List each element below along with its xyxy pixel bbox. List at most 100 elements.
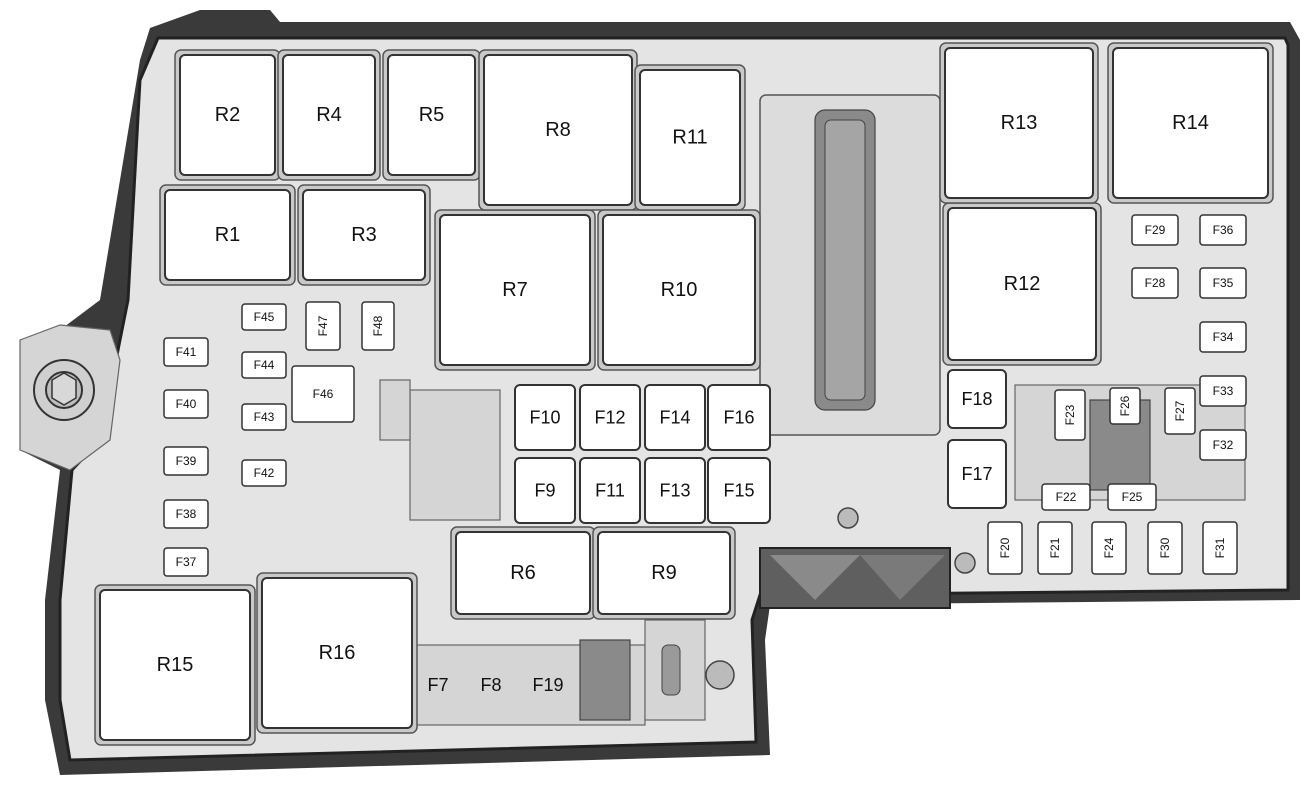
fuse-label-f14: F14 xyxy=(659,408,690,428)
relay-r10 xyxy=(602,214,756,366)
fuse-f13 xyxy=(644,457,706,524)
fuse-f40 xyxy=(163,389,209,419)
fuse-label-f46: F46 xyxy=(313,387,334,401)
relay-r3 xyxy=(302,189,426,281)
relay-label-r6: R6 xyxy=(510,562,536,584)
fuse-label-f11: F11 xyxy=(595,481,625,501)
fuse-f23 xyxy=(1054,389,1086,441)
fuse-f29 xyxy=(1131,214,1179,246)
fuse-label-f48: F48 xyxy=(371,315,385,336)
fuse-f35 xyxy=(1199,267,1247,299)
fuse-f46 xyxy=(291,365,355,423)
fuse-label-f15: F15 xyxy=(723,481,754,501)
relay-label-r16: R16 xyxy=(319,642,356,664)
relay-r4 xyxy=(282,54,376,176)
fuse-f24 xyxy=(1091,521,1127,575)
relay-label-r5: R5 xyxy=(419,104,445,126)
relay-r5 xyxy=(387,54,476,176)
fuse-f14 xyxy=(644,384,706,451)
relay-r13 xyxy=(944,47,1094,199)
fuse-label-f25: F25 xyxy=(1122,490,1143,504)
fuse-f34 xyxy=(1199,321,1247,353)
fuse-label-f23: F23 xyxy=(1063,404,1077,425)
relay-label-r3: R3 xyxy=(351,224,377,246)
fuse-label-f34: F34 xyxy=(1213,330,1234,344)
fuse-f25 xyxy=(1107,483,1157,511)
fuse-f28 xyxy=(1131,267,1179,299)
fuse-f16 xyxy=(707,384,771,451)
fuse-label-f17: F17 xyxy=(961,464,992,484)
fuse-label-f21: F21 xyxy=(1048,537,1062,558)
fuse-label-f33: F33 xyxy=(1213,384,1234,398)
fuse-f12 xyxy=(579,384,641,451)
fuse-f39 xyxy=(163,446,209,476)
fuse-label-f32: F32 xyxy=(1213,438,1234,452)
fuse-label-f10: F10 xyxy=(529,408,560,428)
relay-label-r1: R1 xyxy=(215,224,241,246)
fuse-label-f18: F18 xyxy=(961,389,992,409)
relay-label-r10: R10 xyxy=(661,279,698,301)
fuse-label-f29: F29 xyxy=(1145,223,1166,237)
relay-label-r4: R4 xyxy=(316,104,342,126)
fuse-label-f26: F26 xyxy=(1118,395,1132,416)
fuse-label-f27: F27 xyxy=(1173,400,1187,421)
relay-label-r2: R2 xyxy=(215,104,241,126)
fuse-label-f16: F16 xyxy=(723,408,754,428)
relay-r11 xyxy=(639,69,741,206)
fuse-f48 xyxy=(361,301,395,351)
relay-r12 xyxy=(947,207,1097,361)
relay-r6 xyxy=(455,531,591,615)
relay-label-r8: R8 xyxy=(545,119,571,141)
fuse-f45 xyxy=(241,303,287,331)
relay-r1 xyxy=(164,189,291,281)
fuse-label-f36: F36 xyxy=(1213,223,1234,237)
fuse-f42 xyxy=(241,459,287,487)
fuse-label-f12: F12 xyxy=(594,408,625,428)
fuse-f38 xyxy=(163,499,209,529)
fuse-label-f19: F19 xyxy=(532,675,563,695)
fuse-f47 xyxy=(305,301,341,351)
fuse-label-f45: F45 xyxy=(254,310,275,324)
fuse-label-f42: F42 xyxy=(254,466,275,480)
relay-r14 xyxy=(1112,47,1269,199)
fuse-label-f13: F13 xyxy=(659,481,690,501)
relay-r7 xyxy=(439,214,591,366)
relay-label-r14: R14 xyxy=(1172,112,1209,134)
fuse-f27 xyxy=(1164,387,1196,435)
relay-label-r9: R9 xyxy=(651,562,677,584)
fuse-f10 xyxy=(514,384,576,451)
fuse-label-f30: F30 xyxy=(1158,537,1172,558)
relay-r9 xyxy=(597,531,731,615)
fuse-label-f31: F31 xyxy=(1213,537,1227,558)
relay-r2 xyxy=(179,54,276,176)
fuse-label-f47: F47 xyxy=(316,315,330,336)
fuse-label-f20: F20 xyxy=(998,537,1012,558)
fuse-f30 xyxy=(1147,521,1183,575)
fuse-label-f7: F7 xyxy=(427,675,448,695)
relay-r16 xyxy=(261,577,413,729)
fuse-f33 xyxy=(1199,375,1247,407)
fuse-f17 xyxy=(947,439,1007,509)
fuse-label-f44: F44 xyxy=(254,358,275,372)
fuse-f36 xyxy=(1199,214,1247,246)
fuse-f31 xyxy=(1202,521,1238,575)
relay-r8 xyxy=(483,54,633,206)
fuse-label-f39: F39 xyxy=(176,454,197,468)
fuse-label-f28: F28 xyxy=(1145,276,1166,290)
relay-label-r7: R7 xyxy=(502,279,528,301)
fuse-f15 xyxy=(707,457,771,524)
fuse-label-f37: F37 xyxy=(176,555,197,569)
fuse-f21 xyxy=(1037,521,1073,575)
relay-label-r13: R13 xyxy=(1001,112,1038,134)
fuse-f18 xyxy=(947,369,1007,429)
fuse-f11 xyxy=(579,457,641,524)
fuse-label-f22: F22 xyxy=(1056,490,1077,504)
fuse-f44 xyxy=(241,351,287,379)
relay-label-r11: R11 xyxy=(672,127,707,149)
fuse-label-f41: F41 xyxy=(176,345,197,359)
fuse-label-f24: F24 xyxy=(1102,537,1116,558)
fuse-f32 xyxy=(1199,429,1247,461)
fuse-f20 xyxy=(987,521,1023,575)
